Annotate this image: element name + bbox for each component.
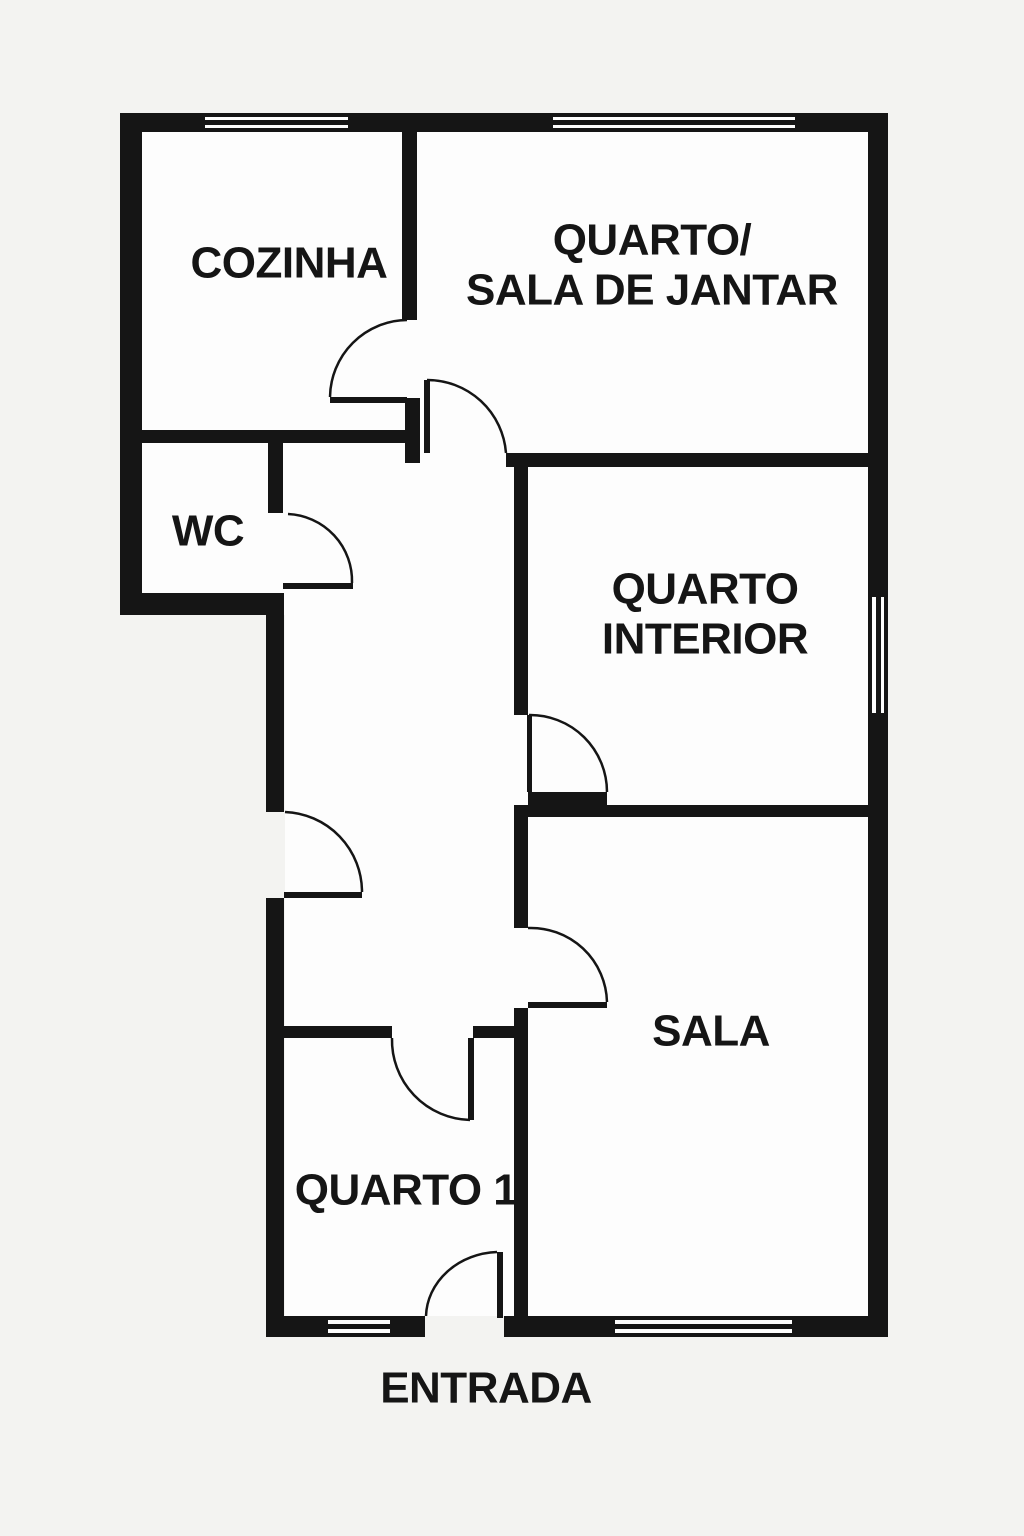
wall-wc-right (268, 443, 283, 513)
outer-wall-left-step (120, 593, 284, 615)
door-quarto-interior-swing-arc (528, 713, 609, 793)
outer-wall-bottom-c (504, 1316, 615, 1337)
wall-quarto-interior-left (514, 467, 528, 715)
door-corridor-left (284, 810, 364, 898)
outer-wall-left-upper (120, 113, 142, 615)
wall-quarto-interior-door-stub (528, 792, 607, 805)
wall-quarto-interior-sala (514, 805, 888, 817)
label-quarto-interior-line2: INTERIOR (602, 615, 808, 664)
door-entrance (424, 1250, 503, 1318)
label-wc: WC (172, 507, 244, 556)
outer-wall-top-right (795, 113, 888, 132)
doors (283, 318, 609, 1318)
door-cozinha-leaf (330, 397, 407, 403)
wall-cozinha-door-stub (405, 398, 420, 463)
door-quarto-sala-swing-arc (426, 378, 508, 454)
door-sala-leaf (528, 1002, 607, 1008)
door-wc-leaf (283, 583, 353, 589)
window-sala (615, 1316, 792, 1337)
wall-quarto-interior-top (506, 453, 868, 467)
door-quarto-interior-leaf (527, 715, 532, 792)
door-entrance-swing-arc (424, 1250, 498, 1317)
windows (205, 113, 888, 1337)
door-cozinha (328, 318, 408, 403)
outer-wall-bottom-d (792, 1316, 888, 1337)
window-quarto-sala (553, 113, 795, 132)
door-quarto-1 (390, 1037, 474, 1122)
outer-wall-bottom-a (266, 1316, 328, 1337)
outer-wall-left-lower-a (266, 593, 284, 812)
door-quarto-sala (424, 378, 508, 454)
outer-wall-bottom-b (390, 1316, 425, 1337)
label-quarto-1: QUARTO 1 (295, 1166, 518, 1215)
outer-walls (120, 113, 888, 1337)
wall-corridor-right-lower (514, 1008, 528, 1316)
apartment-floor (142, 132, 868, 1316)
label-quarto-sala-line1: QUARTO/ (553, 216, 752, 265)
wall-sala-left-upper (514, 817, 528, 928)
door-corridor-left-leaf (284, 892, 362, 898)
door-sala (527, 926, 609, 1008)
door-quarto-1-swing-arc (390, 1037, 471, 1122)
wall-cozinha-right (402, 132, 417, 320)
outer-wall-right-lower (868, 713, 888, 1337)
door-cozinha-swing-arc (328, 318, 408, 398)
outer-wall-right-upper (868, 113, 888, 597)
outer-wall-left-lower-b (266, 898, 284, 1316)
label-sala: SALA (652, 1007, 770, 1056)
label-quarto-sala-line2: SALA DE JANTAR (466, 266, 838, 315)
door-quarto-1-leaf (468, 1038, 474, 1120)
door-corridor-left-swing-arc (284, 810, 364, 893)
door-wc-swing-arc (287, 512, 354, 584)
door-quarto-interior (527, 713, 609, 793)
wall-cozinha-bottom (142, 430, 408, 443)
outer-wall-top-middle (348, 113, 553, 132)
window-quarto-1 (328, 1316, 390, 1337)
room-labels: COZINHA QUARTO/ SALA DE JANTAR WC QUARTO… (172, 216, 839, 1413)
door-quarto-sala-leaf (424, 380, 430, 453)
door-wc (283, 512, 354, 589)
window-quarto-interior (868, 597, 888, 713)
door-entrance-leaf (497, 1252, 503, 1318)
window-cozinha (205, 113, 348, 132)
label-quarto-interior-line1: QUARTO (612, 565, 799, 614)
label-entrada: ENTRADA (380, 1364, 592, 1413)
wall-quarto-1-top (284, 1026, 392, 1038)
interior-walls (142, 132, 888, 1316)
door-sala-swing-arc (527, 926, 609, 1003)
wall-quarto-1-top-stub (473, 1026, 516, 1038)
label-cozinha: COZINHA (191, 239, 388, 288)
